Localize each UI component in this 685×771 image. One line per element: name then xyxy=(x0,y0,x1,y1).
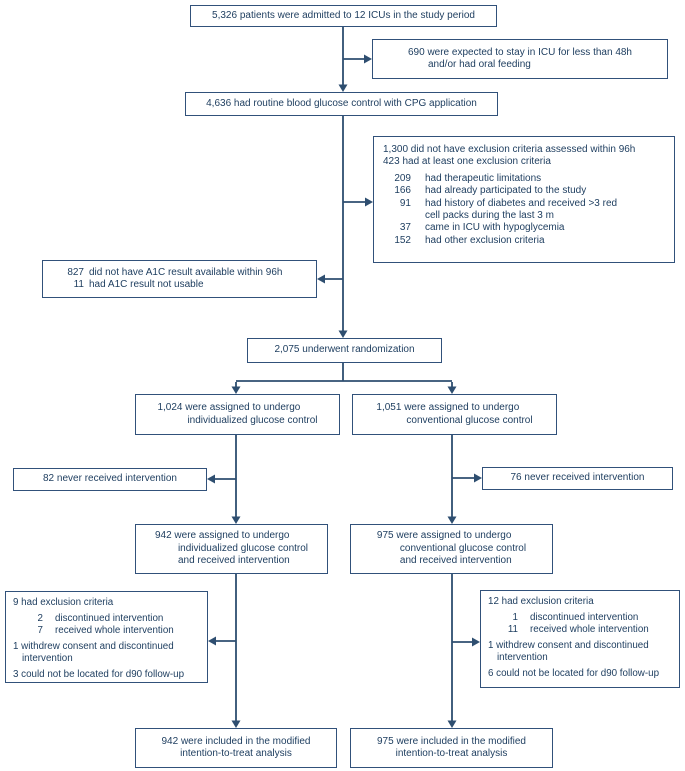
box-never-received-right: 76 never received intervention xyxy=(482,467,673,490)
arrowhead-down-assigned-left xyxy=(231,386,241,394)
exclusion-line-1: 1,300 did not have exclusion criteria as… xyxy=(383,144,636,155)
routine-control-text: 4,636 had routine blood glucose control … xyxy=(206,97,477,109)
assigned-conventional-text: 1,051 were assigned to undergo conventio… xyxy=(376,402,533,426)
icu-stay-exclusion-text: 690 were expected to stay in ICU for les… xyxy=(407,46,632,70)
box-admitted: 5,326 patients were admitted to 12 ICUs … xyxy=(190,5,497,27)
item-count: 11 xyxy=(507,624,518,635)
box-received-individualized: 942 were assigned to undergo individuali… xyxy=(135,524,328,574)
box-post-exclusion-left: 9 had exclusion criteria 2 discontinued … xyxy=(5,591,208,683)
item-count: 166 xyxy=(394,185,411,197)
a1c-item: 827 did not have A1C result available wi… xyxy=(51,267,308,279)
post-exclusion-left-items: 2 discontinued intervention 7 received w… xyxy=(13,613,200,637)
box-never-received-left: 82 never received intervention xyxy=(13,468,207,491)
assigned-individualized-text: 1,024 were assigned to undergo individua… xyxy=(157,402,318,426)
box-post-exclusion-right: 12 had exclusion criteria 1 discontinued… xyxy=(480,590,680,688)
arrowhead-right-icu-stay xyxy=(364,54,372,64)
admitted-text: 5,326 patients were admitted to 12 ICUs … xyxy=(212,9,475,21)
arrowhead-down-assigned-right xyxy=(447,386,457,394)
never-received-left-text: 82 never received intervention xyxy=(43,473,177,485)
arrowhead-right-never-right xyxy=(474,473,482,483)
randomization-text: 2,075 underwent randomization xyxy=(274,344,415,356)
item-count: 827 xyxy=(67,266,84,278)
exclusion-line-2: 423 had at least one exclusion criteria xyxy=(383,156,551,168)
box-exclusion-criteria: 1,300 did not have exclusion criteria as… xyxy=(373,136,675,263)
exclusion-item: 152 had other exclusion criteria xyxy=(383,235,665,247)
box-assigned-conventional: 1,051 were assigned to undergo conventio… xyxy=(352,394,557,435)
exclusion-item: 166 had already participated to the stud… xyxy=(383,185,665,197)
item-count: 2 xyxy=(37,613,43,624)
a1c-item: 11 had A1C result not usable xyxy=(51,279,308,291)
never-received-right-text: 76 never received intervention xyxy=(510,472,645,484)
post-exclusion-right-items: 1 discontinued intervention 11 received … xyxy=(488,612,672,636)
exclusion-items: 209 had therapeutic limitations 166 had … xyxy=(383,173,665,247)
post-exclusion-item: 11 received whole intervention xyxy=(488,624,672,636)
post-exclusion-item: 7 received whole intervention xyxy=(13,625,200,637)
box-icu-stay-exclusion: 690 were expected to stay in ICU for les… xyxy=(372,39,668,79)
arrowhead-right-postexcl-right xyxy=(472,637,480,647)
arrowhead-down-received-left xyxy=(231,516,241,524)
item-count: 209 xyxy=(394,172,411,184)
arrowhead-left-a1c xyxy=(317,274,325,284)
exclusion-item: 209 had therapeutic limitations xyxy=(383,173,665,185)
item-count: 37 xyxy=(399,222,411,234)
arrowhead-right-exclusion xyxy=(365,197,373,207)
box-mitt-right: 975 were included in the modified intent… xyxy=(350,728,553,768)
item-count: 7 xyxy=(37,625,43,636)
box-randomization: 2,075 underwent randomization xyxy=(247,338,442,363)
box-a1c-exclusion: 827 did not have A1C result available wi… xyxy=(42,260,317,298)
item-count: 11 xyxy=(73,279,84,290)
received-conventional-text: 975 were assigned to undergo conventiona… xyxy=(376,530,527,567)
arrowhead-down-received-right xyxy=(447,516,457,524)
connector-path xyxy=(215,27,474,721)
box-assigned-individualized: 1,024 were assigned to undergo individua… xyxy=(135,394,340,435)
post-exclusion-left-intro: 9 had exclusion criteria xyxy=(13,597,114,608)
box-routine-control: 4,636 had routine blood glucose control … xyxy=(185,92,498,116)
box-received-conventional: 975 were assigned to undergo conventiona… xyxy=(350,524,553,574)
arrowhead-down-mitt-right xyxy=(447,720,457,728)
item-count: 152 xyxy=(394,234,411,246)
arrowhead-down-routine xyxy=(338,84,348,92)
box-mitt-left: 942 were included in the modified intent… xyxy=(135,728,337,768)
arrowhead-left-never-left xyxy=(207,474,215,484)
exclusion-item: 37 came in ICU with hypoglycemia xyxy=(383,222,665,234)
post-exclusion-item: 1 discontinued intervention xyxy=(488,612,672,624)
arrowhead-down-mitt-left xyxy=(231,720,241,728)
post-exclusion-item: 2 discontinued intervention xyxy=(13,613,200,625)
connector-lines xyxy=(207,27,482,728)
received-individualized-text: 942 were assigned to undergo individuali… xyxy=(154,530,309,567)
exclusion-item: 91 had history of diabetes and received … xyxy=(383,198,665,223)
item-count: 91 xyxy=(399,197,411,209)
post-exclusion-right-intro: 12 had exclusion criteria xyxy=(488,596,594,607)
arrowhead-left-postexcl-left xyxy=(208,636,216,646)
arrowhead-down-randomization xyxy=(338,330,348,338)
item-count: 1 xyxy=(512,612,518,623)
